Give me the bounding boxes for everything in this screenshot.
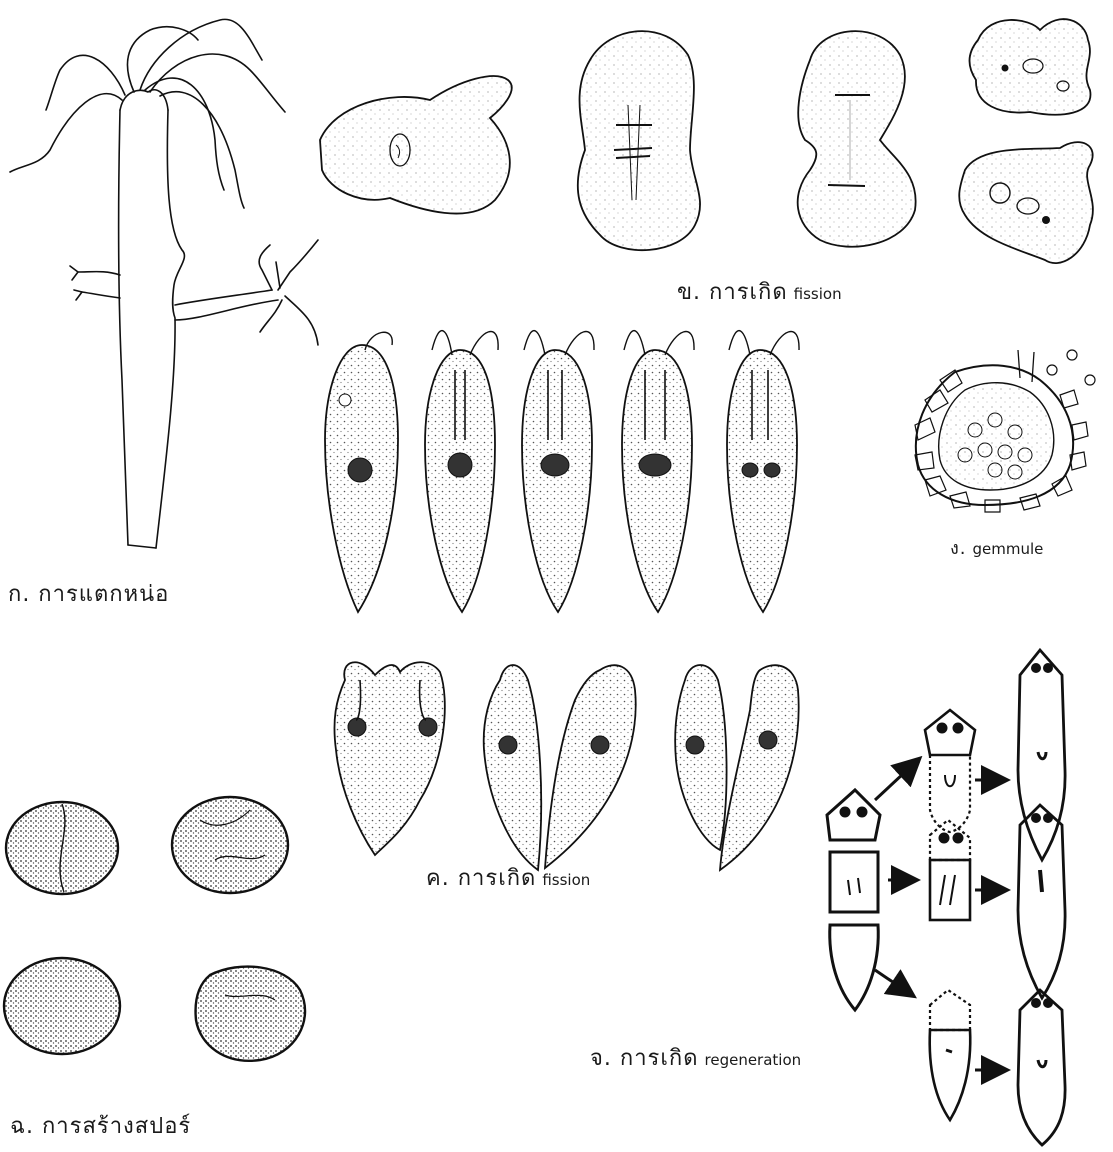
- caption-regeneration-en: regeneration: [705, 1051, 802, 1069]
- euglena-fission-row-bottom: [334, 662, 798, 870]
- amoeba-single-figure: [320, 76, 512, 213]
- caption-regeneration-thai: จ. การเกิด: [590, 1046, 699, 1071]
- caption-spore: ฉ. การสร้างสปอร์: [10, 1108, 191, 1143]
- caption-gemmule: ง. gemmule: [950, 533, 1043, 562]
- caption-euglena-fission-en: fission: [542, 871, 590, 889]
- hydra-budding-figure: [10, 19, 318, 548]
- caption-budding: ก. การแตกหน่อ: [8, 576, 169, 611]
- caption-euglena-fission: ค. การเกิด fission: [426, 860, 590, 895]
- caption-gemmule-en: gemmule: [973, 540, 1044, 558]
- caption-gemmule-thai: ง.: [950, 538, 967, 559]
- euglena-cell-3: [522, 331, 594, 612]
- gemmule-figure: [915, 350, 1095, 512]
- caption-amoeba-fission-thai: ข. การเกิด: [677, 280, 788, 305]
- caption-amoeba-fission-en: fission: [794, 285, 842, 303]
- caption-spore-thai: ฉ. การสร้างสปอร์: [10, 1114, 191, 1139]
- caption-budding-thai: ก. การแตกหน่อ: [8, 582, 169, 607]
- euglena-split-2: [484, 665, 636, 870]
- euglena-fission-row-top: [325, 331, 799, 612]
- regeneration-figure: [827, 650, 1065, 1145]
- euglena-cell-2: [425, 331, 498, 612]
- caption-amoeba-fission: ข. การเกิด fission: [677, 274, 842, 309]
- spore-2: [172, 797, 288, 893]
- caption-euglena-fission-thai: ค. การเกิด: [426, 866, 536, 891]
- spore-figures: [4, 797, 305, 1061]
- spore-1: [6, 802, 118, 894]
- amoeba-fission-figure: [578, 19, 1093, 263]
- spore-4: [196, 967, 306, 1061]
- euglena-split-3: [675, 665, 799, 870]
- euglena-cell-4: [622, 331, 694, 612]
- euglena-split-1: [334, 662, 444, 855]
- euglena-cell-1: [325, 332, 398, 612]
- spore-3: [4, 958, 120, 1054]
- euglena-cell-5: [727, 331, 799, 612]
- caption-regeneration: จ. การเกิด regeneration: [590, 1040, 801, 1075]
